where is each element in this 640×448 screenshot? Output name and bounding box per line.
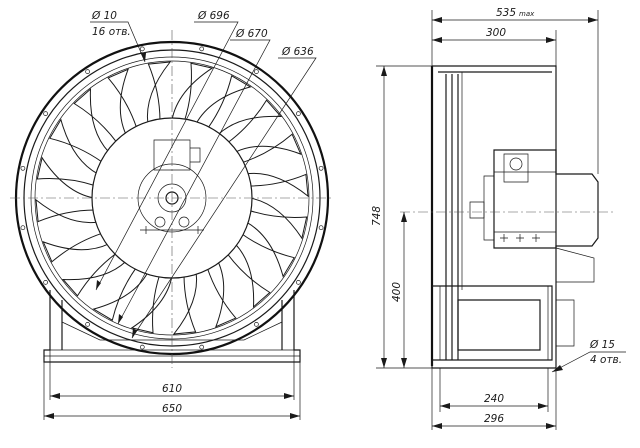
impeller-blade: [35, 198, 99, 224]
side-view: 535 max 300 748 400 Ø 15 4 отв.: [371, 7, 626, 430]
flange-hole: [199, 46, 205, 52]
flange-hole: [254, 322, 259, 327]
hole-ring-dim: Ø 10: [91, 10, 117, 22]
impeller-blade: [107, 68, 138, 136]
flange-hole: [139, 344, 145, 350]
flange-hole: [254, 69, 259, 74]
hole-ring-count: 16 отв.: [92, 26, 131, 38]
impeller-blade: [73, 87, 118, 153]
base-hole-count: 4 отв.: [590, 354, 622, 366]
impeller-blades: [35, 61, 309, 335]
front-base-dimensions: [43, 350, 301, 420]
impeller-blade: [248, 197, 308, 240]
inner-diameter-label: Ø 636: [281, 46, 314, 58]
impeller-blade: [61, 252, 127, 297]
diameter-leaders: [90, 21, 317, 339]
flange-hole: [318, 165, 324, 171]
side-base-outer-width: 296: [484, 413, 504, 425]
overall-height-label: 748: [371, 206, 383, 226]
flange-hole: [85, 322, 90, 327]
front-base-inner-width: 610: [162, 383, 182, 395]
impeller-blade: [217, 99, 283, 144]
housing-length-label: 300: [486, 27, 506, 39]
flange-hole: [139, 46, 145, 52]
outer-diameter-label: Ø 696: [197, 10, 230, 22]
impeller-blade: [92, 266, 149, 321]
impeller-blade: [130, 274, 173, 334]
impeller-blade: [226, 243, 271, 309]
base-hole-leader: [551, 351, 626, 373]
mid-diameter-label: Ø 670: [235, 28, 268, 40]
side-base-inner-width: 240: [484, 393, 504, 405]
overall-length-label: 535: [496, 7, 516, 19]
impeller-blade: [240, 221, 295, 278]
impeller-blade: [195, 75, 252, 130]
flange-hole: [43, 280, 48, 285]
flange-hole: [43, 111, 48, 116]
impeller-blade: [146, 61, 172, 125]
flange-hole: [20, 225, 26, 231]
side-top-dimensions: [431, 10, 599, 174]
impeller-blade: [234, 133, 302, 164]
flange-hole: [296, 111, 301, 116]
overall-length-suffix: max: [519, 10, 535, 18]
impeller-blade: [171, 62, 214, 122]
flange-hole: [318, 225, 324, 231]
impeller-blade: [245, 172, 309, 198]
axis-height-label: 400: [391, 282, 403, 302]
flange-holes: [20, 46, 324, 350]
base-hole-dim: Ø 15: [589, 339, 615, 351]
side-base-frame: [431, 247, 595, 369]
impeller-blade: [36, 156, 96, 199]
flange-hole: [199, 344, 205, 350]
flange-hole: [20, 165, 26, 171]
impeller-blade: [206, 260, 237, 328]
front-base-outer-width: 650: [162, 403, 182, 415]
side-vertical-dimensions: [376, 65, 432, 369]
impeller-blade: [49, 118, 104, 175]
side-bottom-dimensions: [431, 368, 557, 430]
side-motor: [469, 149, 599, 249]
flange-hole: [296, 280, 301, 285]
front-view: Ø 10 16 отв. Ø 696 Ø 670 Ø 636 610 650: [10, 10, 334, 420]
impeller-blade: [172, 271, 198, 335]
flange-hole: [85, 69, 90, 74]
impeller-blade: [42, 232, 110, 263]
